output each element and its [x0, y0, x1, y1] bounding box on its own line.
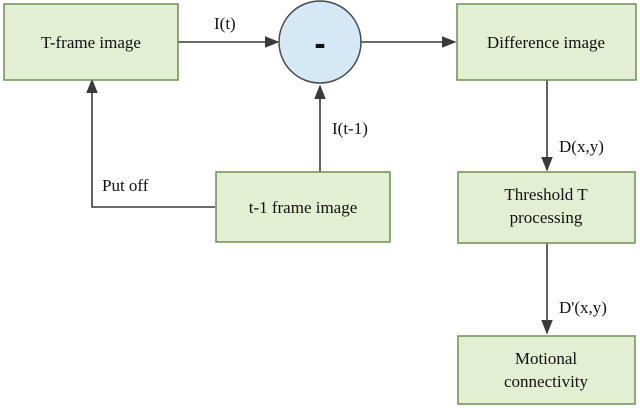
edge-label-it: I(t)	[214, 14, 236, 33]
subtract-node: -	[278, 0, 362, 84]
subtract-operator: -	[314, 25, 325, 63]
edge-label-dprime: D'(x,y)	[559, 298, 607, 317]
motional-node: Motional connectivity	[457, 335, 636, 405]
t1-frame-node: t-1 frame image	[215, 171, 391, 243]
difference-label: Difference image	[487, 33, 605, 52]
threshold-label-line2: processing	[510, 208, 583, 227]
difference-node: Difference image	[456, 3, 637, 81]
motional-label-line1: Motional	[515, 349, 578, 368]
threshold-node: Threshold T processing	[457, 171, 636, 244]
t-frame-label: T-frame image	[41, 33, 141, 52]
t-frame-node: T-frame image	[3, 3, 179, 81]
edge-label-dxy: D(x,y)	[559, 137, 604, 156]
edge-label-put-off: Put off	[102, 176, 149, 195]
t1-frame-label: t-1 frame image	[249, 198, 358, 217]
motional-label-line2: connectivity	[504, 372, 589, 391]
arrow-putoff-to-tframe	[86, 78, 215, 208]
edge-label-it1: I(t-1)	[332, 119, 368, 138]
threshold-label-line1: Threshold T	[504, 185, 588, 204]
